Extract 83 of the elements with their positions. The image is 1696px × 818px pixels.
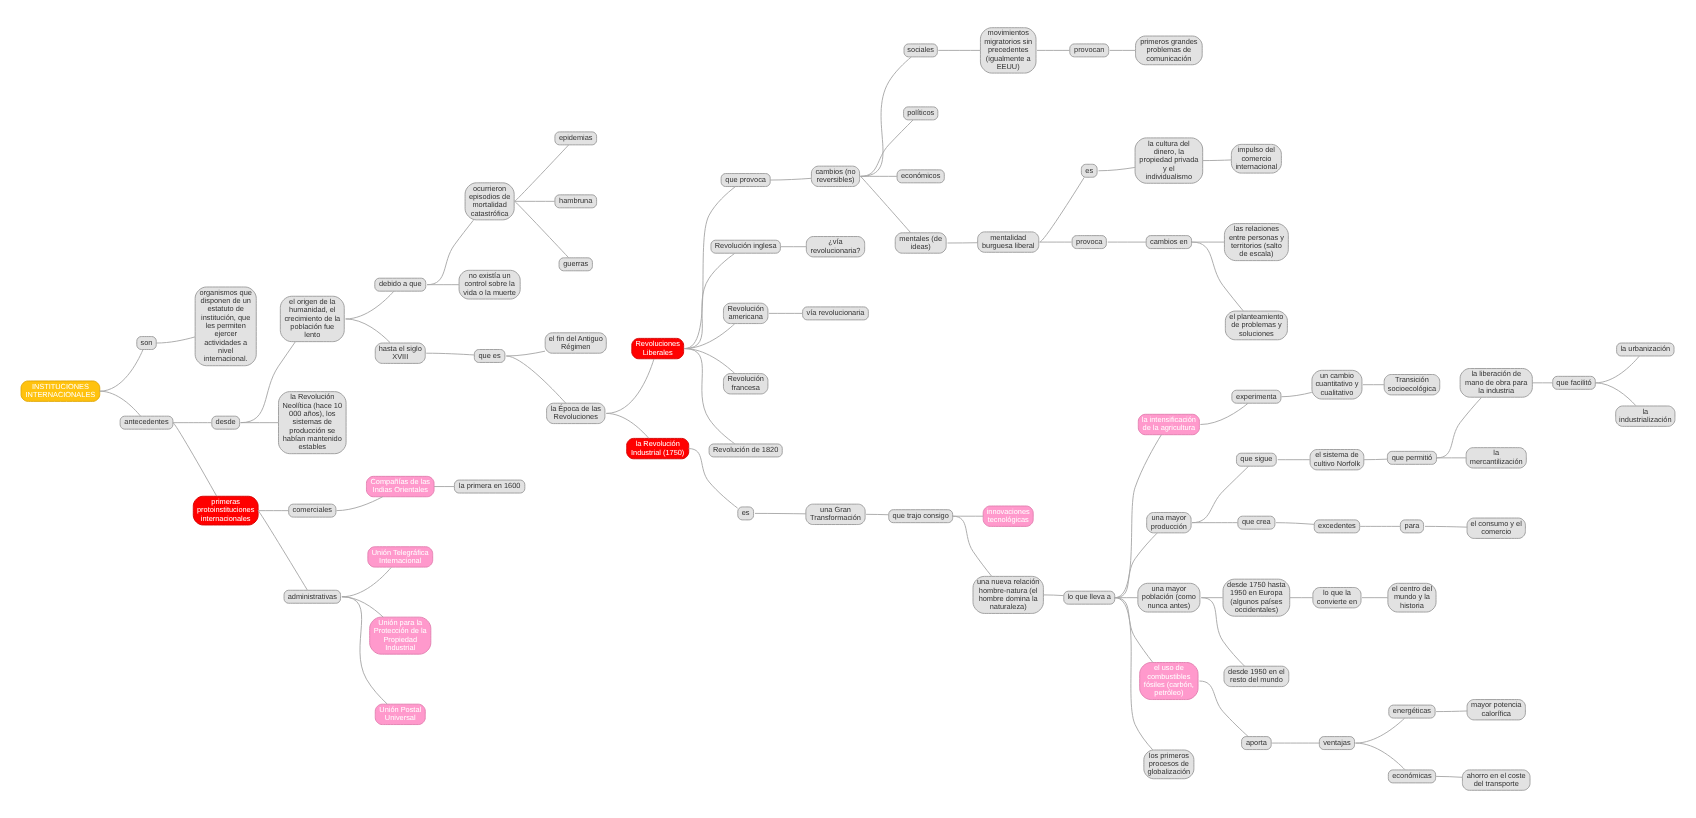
connector <box>1436 397 1482 459</box>
connector <box>1036 49 1071 51</box>
connector <box>335 496 384 512</box>
connector <box>1114 434 1162 599</box>
connector <box>1361 597 1389 599</box>
connector <box>257 510 308 591</box>
connector <box>952 515 984 517</box>
connector <box>505 355 567 404</box>
connector <box>1114 597 1154 663</box>
connector <box>780 246 807 248</box>
connector <box>1114 597 1154 751</box>
connector <box>1424 525 1468 528</box>
connector <box>1289 597 1314 599</box>
connector <box>684 186 736 350</box>
connector <box>1109 49 1136 51</box>
connector <box>1191 241 1244 312</box>
connector <box>1191 241 1225 243</box>
connector <box>1280 391 1313 398</box>
connector <box>865 513 889 516</box>
connector <box>952 515 993 577</box>
connector <box>860 56 912 177</box>
connector <box>770 177 812 181</box>
connector <box>341 566 392 598</box>
connector <box>514 144 570 202</box>
connector <box>754 512 807 515</box>
connector <box>1271 742 1320 744</box>
connector <box>345 290 395 320</box>
connector <box>1200 597 1224 599</box>
connector <box>768 312 803 314</box>
connector <box>514 200 556 202</box>
connector <box>1098 166 1136 172</box>
connector <box>433 486 455 488</box>
connector <box>684 252 736 350</box>
connector <box>1198 680 1249 737</box>
connector <box>937 49 981 51</box>
connector <box>1355 742 1406 771</box>
connector <box>426 284 460 286</box>
connector <box>1042 594 1065 597</box>
connector <box>1200 597 1245 667</box>
connector <box>1202 159 1232 162</box>
connector <box>947 242 978 244</box>
connector <box>345 318 391 344</box>
connector <box>172 422 218 497</box>
connector <box>1107 241 1147 243</box>
connector <box>1435 710 1468 713</box>
connector <box>1436 457 1467 459</box>
connector <box>1277 459 1311 461</box>
connector <box>257 510 290 512</box>
connector <box>1191 465 1249 524</box>
connector <box>172 422 213 424</box>
connector <box>240 422 279 424</box>
connector <box>1594 355 1640 384</box>
connector <box>1039 241 1073 243</box>
connector <box>688 448 739 509</box>
connector <box>426 219 474 286</box>
connector <box>99 390 141 417</box>
connector <box>860 175 912 234</box>
connector <box>1362 384 1385 386</box>
connector <box>860 175 898 177</box>
connector <box>684 348 736 445</box>
connector <box>1531 382 1553 384</box>
connector <box>341 596 388 705</box>
connector <box>99 349 144 392</box>
connector <box>1435 775 1463 778</box>
connector <box>605 358 655 414</box>
connector <box>1359 525 1401 527</box>
connector <box>514 200 570 259</box>
connector <box>684 348 736 374</box>
connector <box>240 341 296 424</box>
connector <box>1355 717 1405 744</box>
connector <box>1594 382 1637 407</box>
connector <box>1114 532 1158 599</box>
connector <box>425 352 475 356</box>
connector <box>1114 597 1139 599</box>
connector <box>1275 522 1315 525</box>
connector <box>1191 522 1239 524</box>
connector <box>860 119 914 177</box>
connector <box>505 350 546 357</box>
connector <box>605 412 650 439</box>
connector <box>1199 403 1249 425</box>
connector <box>156 336 196 344</box>
connector <box>1363 458 1388 461</box>
connector <box>1039 176 1085 243</box>
